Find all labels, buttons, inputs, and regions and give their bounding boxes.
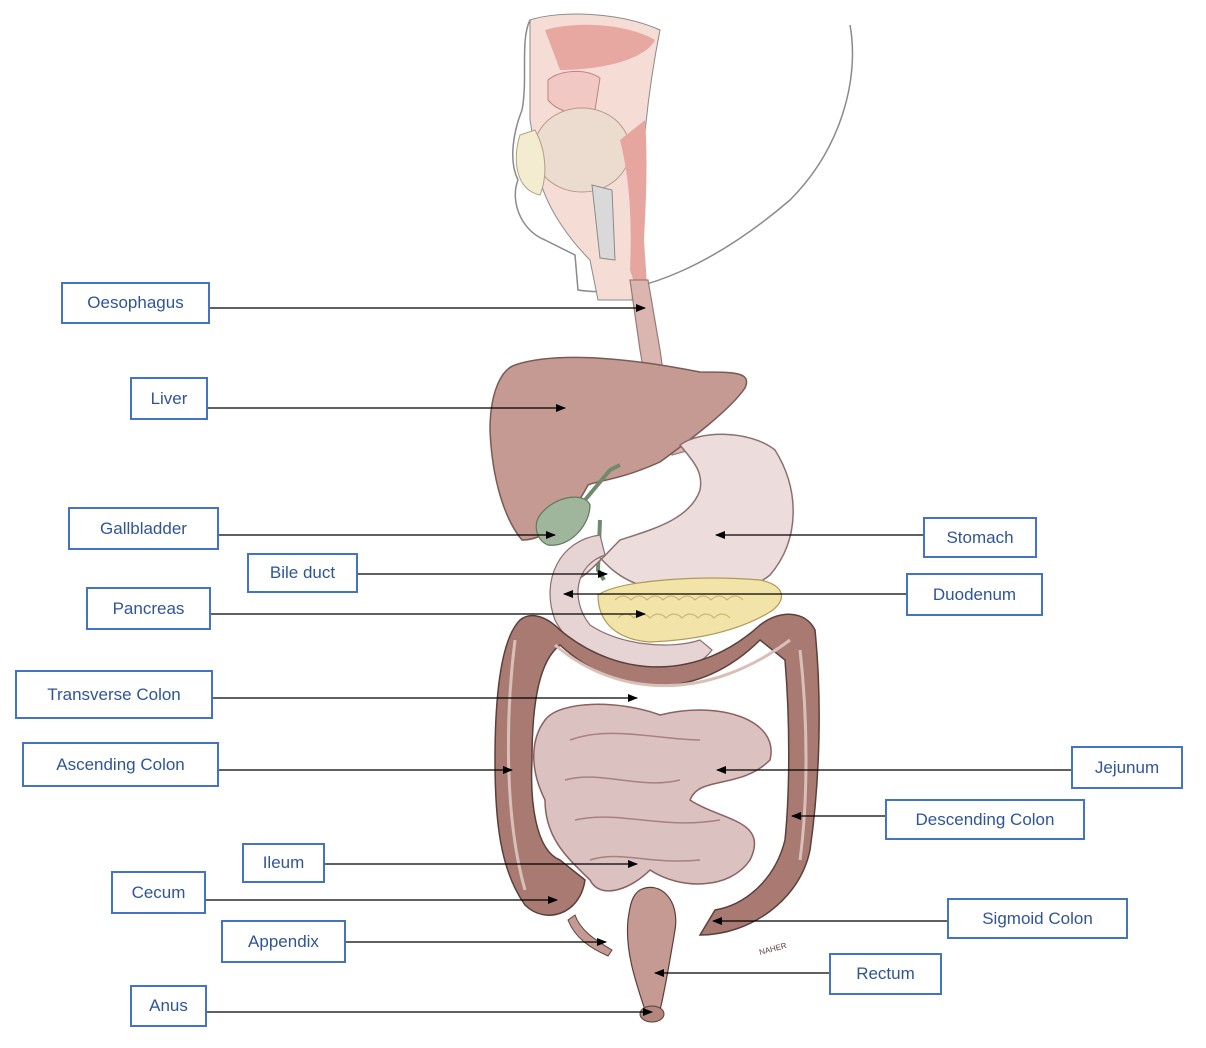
colon-shape: [494, 613, 820, 936]
label-gallbladder: Gallbladder: [68, 507, 219, 550]
label-duodenum: Duodenum: [906, 573, 1043, 616]
label-rectum: Rectum: [829, 953, 942, 995]
label-ascending-colon: Ascending Colon: [22, 742, 219, 787]
label-pancreas: Pancreas: [86, 587, 211, 630]
small-intestine-shape: [533, 703, 772, 892]
label-transverse-colon: Transverse Colon: [15, 670, 213, 719]
label-jejunum: Jejunum: [1071, 746, 1183, 789]
anus-shape: [639, 1005, 665, 1023]
label-oesophagus: Oesophagus: [61, 282, 210, 324]
illustrator-signature: NAHER: [758, 941, 788, 957]
label-appendix: Appendix: [221, 920, 346, 963]
stomach-shape: [561, 433, 794, 596]
rectum-shape: [626, 886, 677, 1011]
liver-shape: [489, 356, 748, 541]
label-liver: Liver: [130, 377, 208, 420]
label-ileum: Ileum: [242, 843, 325, 883]
label-stomach: Stomach: [923, 517, 1037, 558]
head-outline: [512, 13, 854, 301]
label-bile-duct: Bile duct: [247, 553, 358, 593]
appendix-shape: [567, 914, 613, 957]
label-cecum: Cecum: [111, 871, 206, 914]
label-sigmoid-colon: Sigmoid Colon: [947, 898, 1128, 939]
label-descending-colon: Descending Colon: [885, 799, 1085, 840]
leader-lines: [205, 304, 1072, 1016]
label-anus: Anus: [130, 985, 207, 1027]
